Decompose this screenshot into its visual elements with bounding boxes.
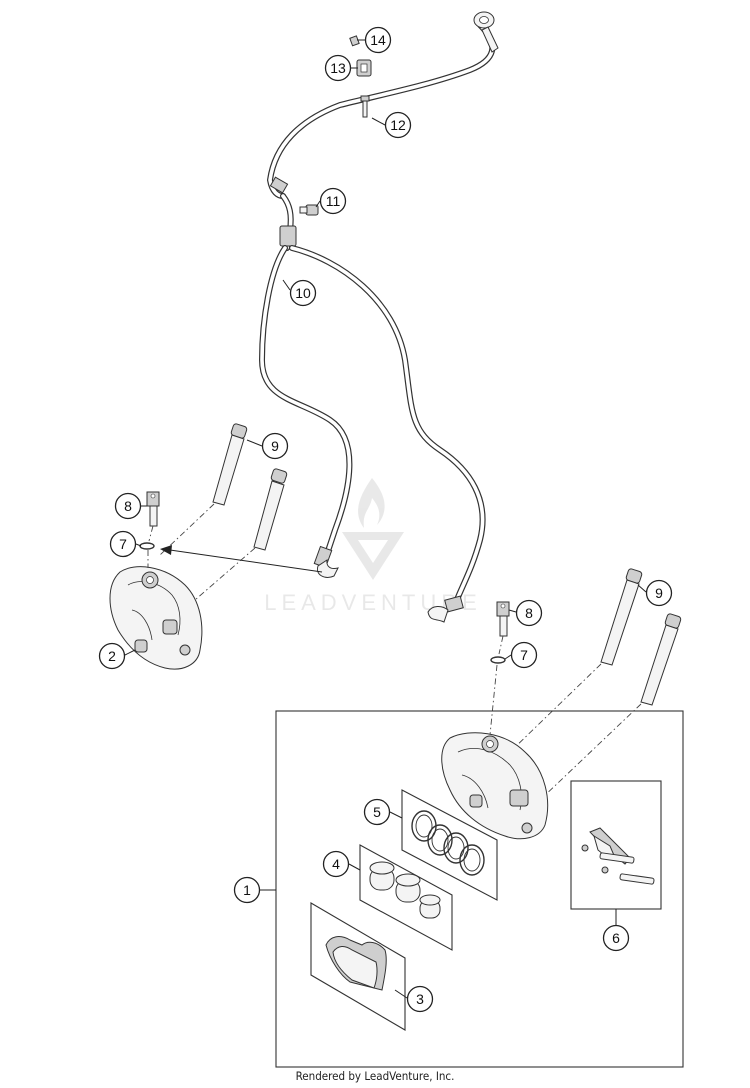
brake-caliper-kit [441,732,549,840]
caliper-pin-9-right-b [640,613,682,706]
assembly-line-pin-right-b [539,703,642,801]
screw-12 [360,95,370,118]
hose-fitting-left [313,545,339,578]
footer-credit: Rendered by LeadVenture, Inc. [295,1069,455,1083]
watermark: LEADVENTURE [264,478,477,615]
callout-9-left[interactable]: 9 [261,432,289,460]
callout-10-label: 10 [295,285,311,301]
brake-hose-assembly [259,11,499,623]
piston-kit-4 [359,844,453,951]
callout-8-right[interactable]: 8 [515,599,543,627]
washer-7-left [139,542,155,550]
leader-lines [124,39,647,999]
callout-8-right-label: 8 [525,605,533,621]
clamp-13 [356,59,372,77]
brake-caliper-2 [109,566,203,670]
callout-4-label: 4 [332,856,340,872]
callout-11[interactable]: 11 [319,187,347,215]
washer-7-right [490,656,506,664]
callout-4[interactable]: 4 [322,850,350,878]
hose-fitting-right [427,595,464,623]
callout-7-left[interactable]: 7 [109,530,137,558]
banjo-bolt-11 [299,204,319,216]
callout-13[interactable]: 13 [324,54,352,82]
callout-10[interactable]: 10 [289,279,317,307]
caliper-pin-9-left-a [212,423,248,506]
hose-junction [279,225,297,247]
callout-13-label: 13 [330,60,346,76]
callout-12[interactable]: 12 [384,111,412,139]
hose-to-caliper-arrow [160,545,323,573]
watermark-v-icon [342,532,404,580]
caliper-kit-box [275,710,684,1068]
bleed-screw-8-right [496,601,510,637]
callout-6-label: 6 [612,930,620,946]
assembly-line-pin-left-b [194,547,256,601]
callout-5[interactable]: 5 [363,798,391,826]
callout-12-label: 12 [390,117,406,133]
callout-8-left[interactable]: 8 [114,492,142,520]
callout-2[interactable]: 2 [98,642,126,670]
pad-pin-kit-6 [570,780,662,910]
assembly-line-bleed-left [147,525,154,568]
callout-5-label: 5 [373,804,381,820]
callout-1-label: 1 [243,882,251,898]
callout-6[interactable]: 6 [602,924,630,952]
caliper-pin-9-right-a [600,568,643,666]
callout-7-right[interactable]: 7 [510,641,538,669]
callout-9-right[interactable]: 9 [645,579,673,607]
bleeder-cap-14 [349,35,360,47]
callout-3[interactable]: 3 [406,985,434,1013]
callout-9-right-label: 9 [655,585,663,601]
callout-7-left-label: 7 [119,536,127,552]
callout-7-right-label: 7 [520,647,528,663]
callout-2-label: 2 [108,648,116,664]
callout-1[interactable]: 1 [233,876,261,904]
caliper-pin-9-left-b [253,468,288,551]
callout-9-left-label: 9 [271,438,279,454]
assembly-line-pin-left-a [159,503,215,556]
watermark-flame-icon [358,478,385,528]
callout-3-label: 3 [416,991,424,1007]
callout-11-label: 11 [326,193,341,209]
brake-pad-kit-3 [310,902,406,1031]
piston-seal-kit-5 [401,789,498,901]
callout-14[interactable]: 14 [364,26,392,54]
callout-14-label: 14 [370,32,386,48]
bleed-screw-8-left [146,491,160,527]
assembly-line-pin-right-a [509,663,602,753]
assembly-line-bleed-right [489,635,504,736]
callout-8-left-label: 8 [124,498,132,514]
